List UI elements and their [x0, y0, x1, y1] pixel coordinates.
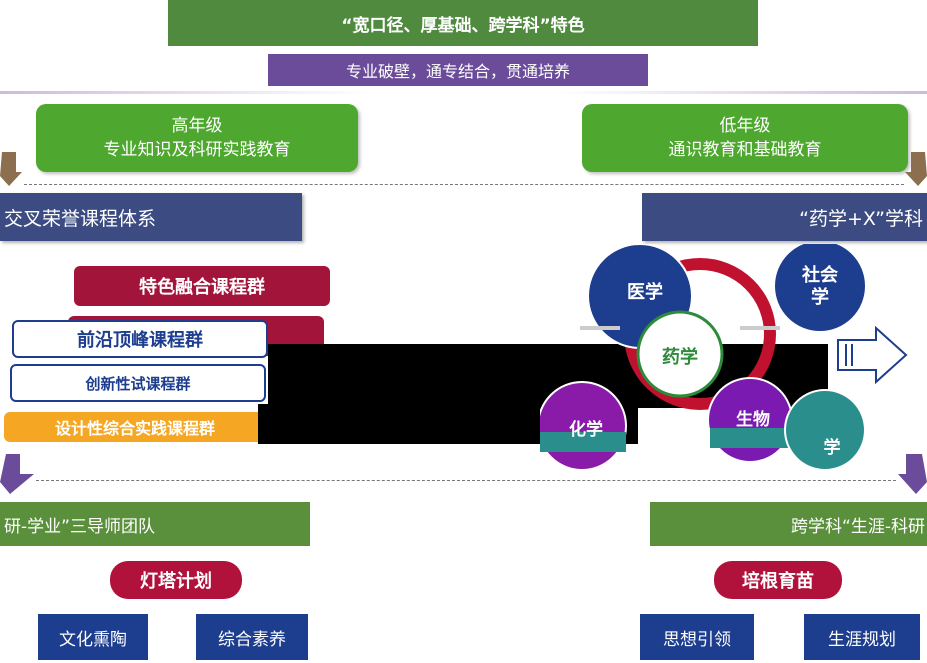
culture-box: 文化熏陶: [38, 614, 148, 660]
venn-label-social: 社会学: [802, 265, 838, 308]
header-subtitle-bar: 专业破壁，通专结合，贯通培养: [268, 54, 648, 86]
course-innovative-label: 创新性试课程群: [85, 374, 191, 393]
mentor-team-bar: 研-学业”三导师团队: [0, 502, 310, 546]
junior-education-box: 低年级 通识教育和基础教育: [582, 104, 908, 172]
course-group-frontier: 前沿顶峰课程群: [12, 320, 268, 358]
lighthouse-plan-pill: 灯塔计划: [110, 561, 242, 599]
senior-education-box: 高年级 专业知识及科研实践教育: [36, 104, 358, 172]
venn-pharmacy-circle: [636, 310, 724, 398]
honor-curriculum-bar: 交叉荣誉课程体系: [0, 193, 302, 241]
venn-label-chemistry: 化学: [569, 419, 603, 440]
course-group-innovative: 创新性试课程群: [10, 364, 266, 402]
lower-dashed-divider: [36, 480, 896, 481]
pharmacy-x-label: “药学+X”学科: [799, 207, 923, 230]
right-arrow-icon: [837, 326, 908, 384]
venn-left-pillar: [580, 326, 620, 330]
junior-title: 低年级: [719, 116, 771, 136]
career-research-label: 跨学科“生涯-科研: [791, 516, 925, 537]
left-down-arrow-icon: [0, 152, 22, 186]
venn-label-biology: 生物: [736, 409, 770, 430]
header-title: “宽口径、厚基础、跨学科”特色: [341, 15, 585, 36]
right-lower-arrow-icon: [898, 454, 927, 494]
course-group-design: 设计性综合实践课程群: [4, 412, 266, 442]
header-title-bar: “宽口径、厚基础、跨学科”特色: [168, 0, 758, 46]
senior-title: 高年级: [171, 116, 223, 136]
header-divider-line: [0, 91, 927, 94]
header-subtitle: 专业破壁，通专结合，贯通培养: [345, 62, 570, 81]
honor-curriculum-label: 交叉荣誉课程体系: [4, 207, 157, 230]
venn-other-circle: [784, 389, 866, 471]
course-feature-label: 特色融合课程群: [139, 277, 265, 298]
pharmacy-x-bar: “药学+X”学科: [642, 193, 927, 241]
literacy-box: 综合素养: [196, 614, 308, 660]
lighthouse-plan-label: 灯塔计划: [140, 571, 212, 592]
mentor-team-label: 研-学业”三导师团队: [4, 516, 155, 537]
venn-chemistry-teal: [540, 432, 626, 452]
root-cultivation-label: 培根育苗: [742, 571, 814, 592]
senior-desc: 专业知识及科研实践教育: [103, 140, 291, 160]
root-cultivation-pill: 培根育苗: [714, 561, 842, 599]
ideology-box: 思想引领: [640, 614, 754, 660]
venn-biology-teal: [710, 428, 794, 448]
course-group-feature: 特色融合课程群: [74, 266, 330, 306]
venn-label-pharmacy: 药学: [662, 347, 698, 368]
course-design-label: 设计性综合实践课程群: [54, 419, 215, 438]
left-lower-arrow-icon: [0, 454, 34, 494]
venn-social-circle: [773, 244, 867, 333]
upper-dashed-divider: [24, 184, 904, 185]
discipline-venn-diagram: [540, 244, 867, 471]
career-plan-box: 生涯规划: [804, 614, 920, 660]
venn-label-other: 学: [823, 437, 841, 458]
junior-desc: 通识教育和基础教育: [668, 140, 822, 160]
right-down-arrow-icon: [905, 152, 927, 186]
course-frontier-label: 前沿顶峰课程群: [77, 330, 203, 351]
venn-label-medicine: 医学: [627, 282, 663, 303]
venn-right-pillar: [740, 326, 780, 330]
career-research-bar: 跨学科“生涯-科研: [650, 502, 927, 546]
